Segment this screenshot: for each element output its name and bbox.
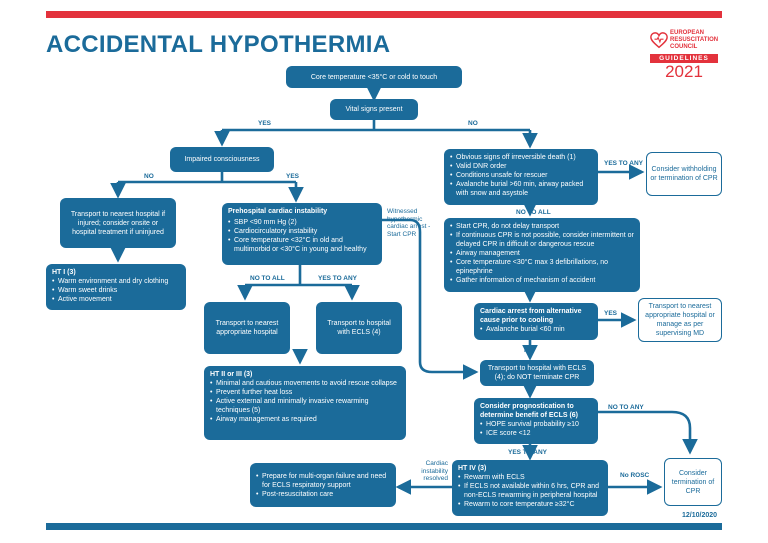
erc-guidelines-logo: EUROPEAN RESUSCITATION COUNCIL GUIDELINE…: [646, 30, 722, 82]
label-no-to-any: NO TO ANY: [608, 404, 644, 411]
label-no: NO: [144, 173, 154, 180]
publication-date: 12/10/2020: [682, 512, 718, 519]
erc-org-name: EUROPEAN RESUSCITATION COUNCIL: [670, 30, 719, 50]
label-no-to-all: NO TO ALL: [516, 209, 551, 216]
transport-nearest-hospital-box: Transport to nearest hospital if injured…: [60, 198, 176, 248]
impaired-consciousness-box: Impaired consciousness: [170, 147, 274, 172]
start-cpr-item: Core temperature <30°C max 3 defibrillat…: [450, 258, 634, 276]
ht4-item: Rewarm with ECLS: [458, 473, 602, 482]
start-cpr-item: Gather information of mechanism of accid…: [450, 276, 634, 285]
prehospital-title: Prehospital cardiac instability: [228, 208, 328, 215]
cardiac-instability-resolved-note: Cardiac instability resolved: [421, 460, 448, 482]
label-yes-to-any: YES TO ANY: [508, 449, 548, 456]
transport-nearest-appropriate-box: Transport to nearest appropriate hospita…: [204, 302, 290, 354]
label-yes: YES: [286, 173, 300, 180]
ht4-item: If ECLS not available within 6 hrs, CPR …: [458, 482, 602, 500]
start-cpr-item: Start CPR, do not delay transport: [450, 222, 634, 231]
prognostication-title: Consider prognostication to determine be…: [480, 403, 579, 419]
label-yes-to-any: YES TO ANY: [318, 275, 358, 282]
prehospital-instability-box: Prehospital cardiac instability SBP <90 …: [222, 203, 382, 265]
ht1-item: Warm environment and dry clothing: [52, 277, 180, 286]
start-cpr-box: Start CPR, do not delay transport If con…: [444, 218, 640, 292]
ht4-title: HT IV (3): [458, 465, 487, 472]
vital-signs-box: Vital signs present: [330, 99, 418, 120]
consider-termination-box: Consider termination of CPR: [664, 458, 722, 506]
start-cpr-item: Airway management: [450, 249, 634, 258]
prognostication-item: ICE score <12: [480, 429, 592, 438]
prognostication-item: HOPE survival probability ≥10: [480, 420, 592, 429]
multiorgan-item: Post-resuscitation care: [256, 490, 390, 499]
transport-ecls-box: Transport to hospital with ECLS (4): [316, 302, 402, 354]
label-yes: YES: [258, 120, 272, 127]
obvious-signs-item: Obvious signs off irreversible death (1): [450, 153, 592, 162]
ht23-item: Airway management as required: [210, 415, 400, 424]
cardiac-arrest-alternative-item: Avalanche burial <60 min: [480, 325, 592, 334]
label-no-to-all: NO TO ALL: [250, 275, 285, 282]
witnessed-cardiac-arrest-note: Witnessed hypothermic cardiac arrest - S…: [387, 208, 431, 238]
ht1-item: Active movement: [52, 295, 180, 304]
obvious-signs-item: Valid DNR order: [450, 162, 592, 171]
start-cpr-item: If continuous CPR is not possible, consi…: [450, 231, 634, 249]
consider-withholding-box: Consider withholding or termination of C…: [646, 152, 722, 196]
ht1-title: HT I (3): [52, 269, 76, 276]
multiorgan-box: Prepare for multi-organ failure and need…: [250, 463, 396, 507]
ht23-item: Minimal and cautious movements to avoid …: [210, 379, 400, 388]
label-no-rosc: No ROSC: [620, 472, 650, 479]
ht4-box: HT IV (3) Rewarm with ECLS If ECLS not a…: [452, 460, 608, 516]
guidelines-label: GUIDELINES: [650, 54, 718, 63]
obvious-signs-item: Conditions unsafe for rescuer: [450, 171, 592, 180]
bottom-accent-bar: [46, 523, 722, 530]
prehospital-item: Core temperature <32°C in old and multim…: [228, 236, 376, 254]
prehospital-item: Cardiocirculatory instability: [228, 227, 376, 236]
multiorgan-item: Prepare for multi-organ failure and need…: [256, 472, 390, 490]
label-no: NO: [468, 120, 478, 127]
ht1-item: Warm sweet drinks: [52, 286, 180, 295]
label-no: NO: [524, 347, 534, 354]
heart-icon: [650, 32, 668, 49]
ht23-item: Prevent further heat loss: [210, 388, 400, 397]
label-yes-to-any: YES TO ANY: [604, 160, 644, 167]
page-title: ACCIDENTAL HYPOTHERMIA: [46, 31, 391, 58]
ht23-title: HT II or III (3): [210, 371, 253, 378]
obvious-signs-box: Obvious signs off irreversible death (1)…: [444, 149, 598, 205]
cardiac-arrest-alternative-title: Cardiac arrest from alternative cause pr…: [480, 308, 582, 324]
prehospital-item: SBP <90 mm Hg (2): [228, 218, 376, 227]
obvious-signs-item: Avalanche burial >60 min, airway packed …: [450, 180, 592, 198]
cardiac-arrest-alternative-box: Cardiac arrest from alternative cause pr…: [474, 303, 598, 340]
transport-ecls-no-terminate-box: Transport to hospital with ECLS (4); do …: [480, 360, 594, 386]
transport-nearest-md-box: Transport to nearest appropriate hospita…: [638, 298, 722, 342]
ht23-item: Active external and minimally invasive r…: [210, 397, 400, 415]
guidelines-year: 2021: [665, 62, 703, 81]
ht1-box: HT I (3) Warm environment and dry clothi…: [46, 264, 186, 310]
prognostication-box: Consider prognostication to determine be…: [474, 398, 598, 444]
core-temperature-box: Core temperature <35°C or cold to touch: [286, 66, 462, 88]
top-accent-bar: [46, 11, 722, 18]
ht23-box: HT II or III (3) Minimal and cautious mo…: [204, 366, 406, 440]
ht4-item: Rewarm to core temperature ≥32°C: [458, 500, 602, 509]
label-yes: YES: [604, 310, 618, 317]
